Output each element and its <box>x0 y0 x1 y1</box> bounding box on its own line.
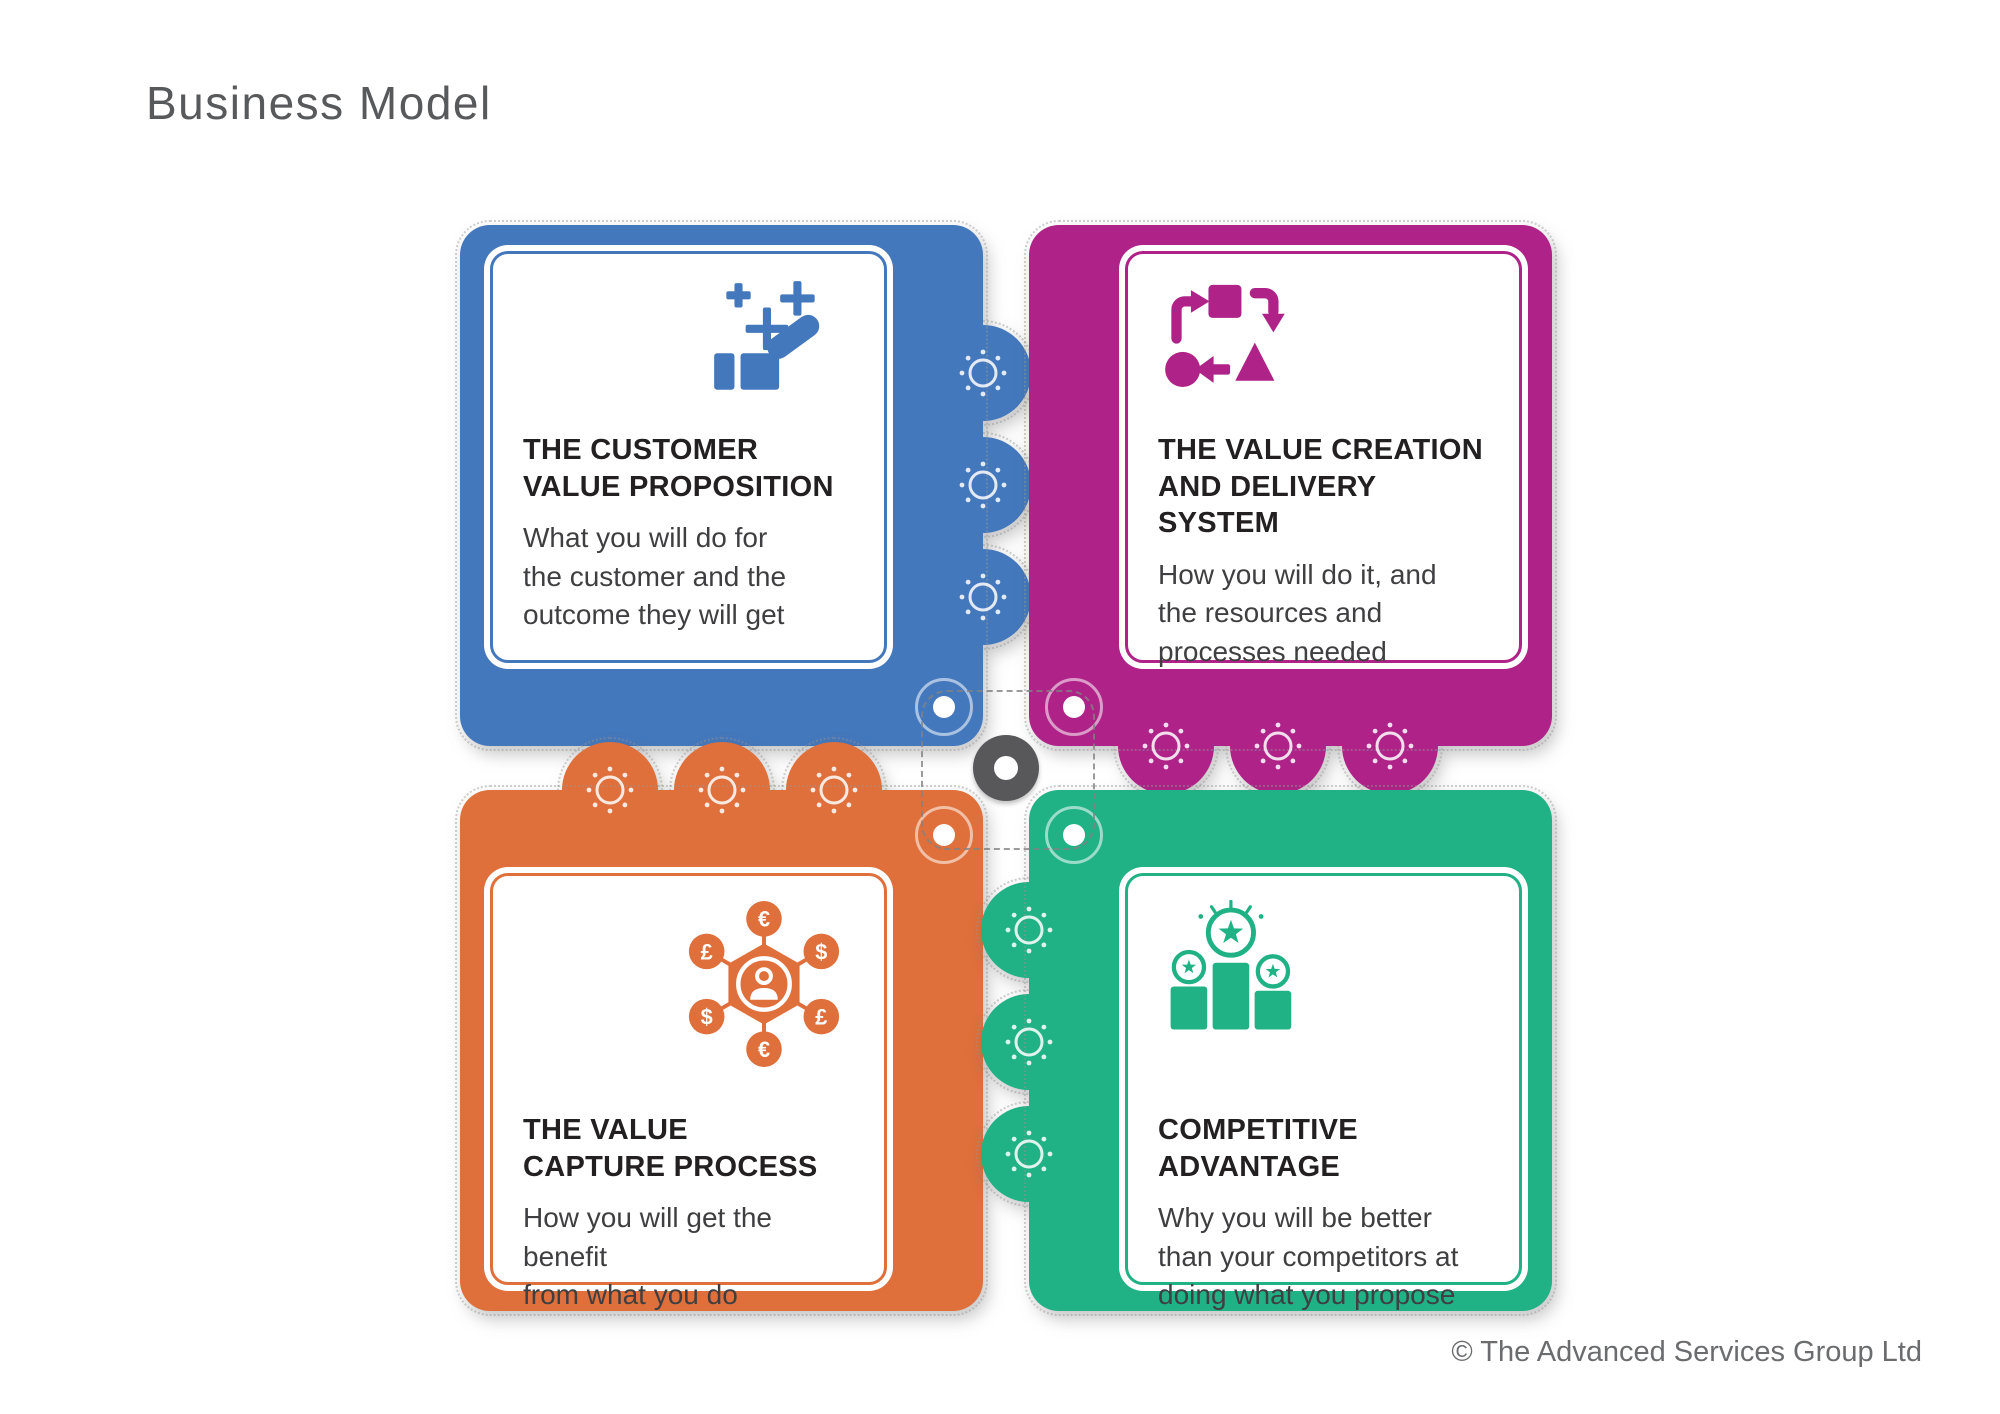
quadrant-value-creation-delivery: THE VALUE CREATION AND DELIVERY SYSTEM H… <box>460 220 1557 1311</box>
quadrant-card: THE CUSTOMER VALUE PROPOSITION What you … <box>490 251 887 663</box>
sun-perforation-icon <box>1004 1017 1054 1067</box>
quadrant-title: THE CUSTOMER VALUE PROPOSITION <box>523 434 834 503</box>
quadrant-title: COMPETITIVE ADVANTAGE <box>1158 1114 1358 1183</box>
quadrant-value-capture-process: € $ £ € $ £ THE VALUE CAPTURE PROCESS Ho… <box>455 225 1552 1316</box>
sun-perforation-icon <box>1004 1129 1054 1179</box>
quadrant-title: THE VALUE CAPTURE PROCESS <box>523 1114 818 1183</box>
quadrant-card: € $ £ € $ £ THE VALUE CAPTURE PROCESS Ho… <box>490 873 887 1310</box>
sun-perforation-icon <box>1004 905 1054 955</box>
currency-symbol: $ <box>701 1005 713 1030</box>
quadrant-description: Why you will be better than your competi… <box>1158 1202 1459 1311</box>
page-title: Business Model <box>146 77 492 129</box>
person-currency-network-icon: € $ £ € $ £ <box>688 900 840 1068</box>
currency-symbol: € <box>758 907 770 932</box>
winners-podium-stars-icon <box>1170 900 1292 1030</box>
quadrant-description: How you will do it, and the resources an… <box>1158 558 1437 667</box>
quadrant-title: THE VALUE CREATION AND DELIVERY SYSTEM <box>1158 434 1483 540</box>
center-perforation-square <box>921 690 1095 850</box>
process-flow-shapes-icon <box>1165 284 1285 387</box>
quadrant-description: What you will do for the customer and th… <box>523 522 787 631</box>
quadrant-description: How you will get the benefit from what y… <box>523 1202 773 1311</box>
currency-symbol: £ <box>815 1005 827 1030</box>
business-model-diagram: THE CUSTOMER VALUE PROPOSITION What you … <box>455 220 1557 1316</box>
currency-symbol: £ <box>701 939 713 964</box>
giving-hand-sparkles-icon <box>714 281 820 390</box>
currency-symbol: € <box>758 1037 770 1062</box>
currency-symbol: $ <box>815 939 827 964</box>
quadrant-customer-value-proposition: THE CUSTOMER VALUE PROPOSITION What you … <box>455 220 1552 1311</box>
center-hub-icon <box>973 735 1039 801</box>
quadrant-competitive-advantage: COMPETITIVE ADVANTAGE Why you will be be… <box>460 225 1557 1316</box>
quadrant-card: COMPETITIVE ADVANTAGE Why you will be be… <box>1125 873 1522 1310</box>
copyright-text: © The Advanced Services Group Ltd <box>1451 1336 1922 1368</box>
quadrant-card: THE VALUE CREATION AND DELIVERY SYSTEM H… <box>1125 251 1522 667</box>
